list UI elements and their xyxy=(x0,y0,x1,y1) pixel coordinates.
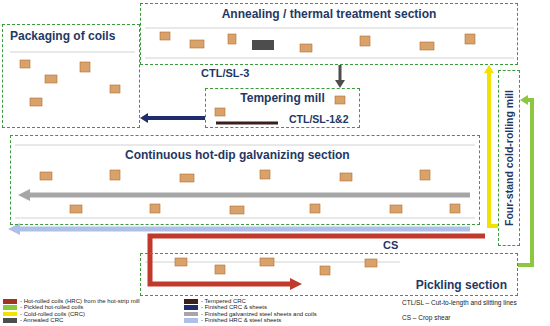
legend-text: - Finished CRC & sheets xyxy=(201,304,267,310)
text-group: Tempering mill xyxy=(238,91,326,105)
equipment-block xyxy=(110,170,120,180)
arrow-head xyxy=(290,278,302,290)
line-label: CTL/SL-1&2 xyxy=(288,113,350,125)
building-outline xyxy=(10,28,514,262)
legend-text: - Finished galvanized steel sheets and c… xyxy=(201,311,317,317)
equipment-block xyxy=(150,204,160,213)
flow-connector xyxy=(518,95,532,265)
equipment-block xyxy=(175,258,187,266)
annealed-coils xyxy=(252,40,274,50)
legend-swatch xyxy=(184,305,198,310)
equipment-block xyxy=(340,173,352,181)
equipment-block xyxy=(390,205,402,213)
legend-swatch xyxy=(3,312,17,317)
equipment-block xyxy=(190,40,204,48)
section-label: Pickling section xyxy=(414,278,509,292)
flow-line xyxy=(518,100,532,265)
legend-note: CTL/SL – Cut-to-length and slitting line… xyxy=(402,299,520,306)
rail-line xyxy=(145,28,514,29)
equipment-block xyxy=(450,204,460,213)
legend-text: - Finished HRC & steel sheets xyxy=(201,317,281,323)
section-label: Four-stand cold-rolling mill xyxy=(503,88,516,228)
equipment-block xyxy=(45,75,57,83)
equipment-block xyxy=(465,34,475,44)
section-label: Packaging of coils xyxy=(8,29,117,43)
equipment-block xyxy=(215,108,225,116)
section-label: Annealing / thermal treatment section xyxy=(220,7,439,21)
galvanized-flow xyxy=(30,193,470,198)
equipment xyxy=(20,32,475,275)
flow-line xyxy=(339,65,342,82)
rail-line xyxy=(15,218,475,219)
equipment-block xyxy=(335,96,345,104)
equipment-block xyxy=(70,205,82,213)
tempered-flow xyxy=(216,122,278,125)
legend-swatch xyxy=(3,299,17,304)
flow-line xyxy=(489,71,498,226)
equipment-block xyxy=(40,172,52,180)
equipment-block xyxy=(260,258,274,266)
rail-line xyxy=(145,58,514,59)
legend-note: CS – Crop shear xyxy=(402,314,450,321)
legend-text: - Annealed CRC xyxy=(20,317,63,323)
equipment-block xyxy=(365,259,377,267)
equipment-block xyxy=(80,62,90,72)
equipment-block xyxy=(300,44,312,52)
arrow-head xyxy=(335,80,345,88)
text-group: Packaging of coils xyxy=(8,29,117,43)
legend-text: - Cold-rolled coils (CRC) xyxy=(20,311,85,317)
legend-swatch xyxy=(184,299,198,304)
text-group: Continuous hot-dip galvanizing section xyxy=(123,148,352,162)
flow-connector xyxy=(140,113,205,123)
section-box: Packaging of coils xyxy=(2,24,140,128)
section-label: Tempering mill xyxy=(238,91,326,105)
equipment-block xyxy=(20,60,30,68)
flow-connector xyxy=(484,65,498,226)
arrow-head xyxy=(18,189,30,201)
flow-connector xyxy=(335,65,345,88)
section-box: Annealing / thermal treatment section xyxy=(140,3,518,65)
arrow-head xyxy=(484,65,494,73)
rail-line xyxy=(10,52,135,53)
equipment-block xyxy=(420,170,430,180)
text-group: Annealing / thermal treatment section xyxy=(220,7,439,21)
equipment-block xyxy=(215,265,225,274)
rail-line xyxy=(15,145,475,146)
section-box: Four-stand cold-rolling mill xyxy=(498,70,520,246)
section-box: Continuous hot-dip galvanizing section xyxy=(10,135,480,225)
equipment-block xyxy=(110,85,120,93)
section-box: Pickling section xyxy=(140,253,518,296)
legend-swatch xyxy=(184,312,198,317)
legend-text: - Pickled hot-rolled coils xyxy=(20,304,83,310)
equipment-block xyxy=(230,206,244,214)
equipment-block xyxy=(320,266,330,275)
equipment-block xyxy=(160,32,170,40)
text-group: Pickling section xyxy=(414,278,509,292)
legend-swatch xyxy=(3,305,17,310)
equipment-block xyxy=(260,170,270,179)
equipment-block xyxy=(360,36,370,46)
equipment-block xyxy=(310,204,320,213)
legend-swatch xyxy=(184,318,198,323)
line-label: CS xyxy=(382,239,399,252)
text-group: Four-stand cold-rolling mill xyxy=(503,88,516,228)
legend-swatch xyxy=(3,318,17,323)
arrow-head xyxy=(140,113,148,123)
arrow-head xyxy=(520,95,528,105)
section-label: Continuous hot-dip galvanizing section xyxy=(123,148,352,162)
legend-text: - Tempered CRC xyxy=(201,298,246,304)
line-label: CTL/SL-3 xyxy=(200,67,250,80)
legend-text: - Hot-rolled coils (HRC) from the hot-st… xyxy=(20,298,140,304)
equipment-block xyxy=(30,98,42,106)
equipment-block xyxy=(180,174,194,182)
equipment-block xyxy=(228,34,236,44)
flow-line xyxy=(146,116,205,120)
equipment-block xyxy=(420,42,434,50)
finished-hrc-flow xyxy=(20,227,470,232)
